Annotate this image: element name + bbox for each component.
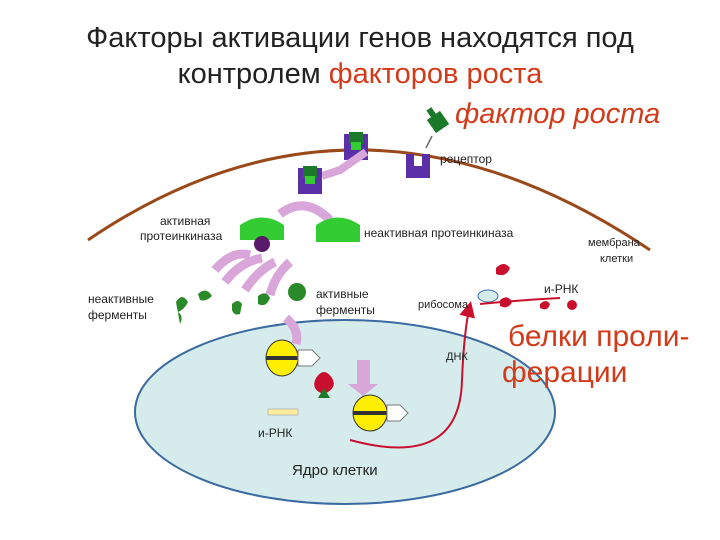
growth-factor-icon (426, 107, 450, 134)
inactive-kinase-shape (316, 217, 360, 242)
mrna-export-curve (349, 301, 475, 449)
active-kinase-label-2: протеинкиназа (140, 229, 223, 243)
ribosome-icon (477, 289, 499, 303)
inactive-enzymes (176, 283, 306, 324)
title-line-2: контролем факторов роста (0, 56, 720, 92)
ribosome-label: рибосома (418, 299, 469, 311)
receptor-icon (406, 154, 430, 178)
title-line-2-prefix: контролем (177, 58, 329, 90)
mrna-bar-nucleus (267, 408, 299, 416)
nucleus (134, 319, 556, 505)
nuclear-protein-triangle (318, 388, 330, 398)
nucleus-label: Ядро клетки (292, 462, 378, 479)
mrna-label-bottom: и-РНК (258, 426, 293, 440)
nuclear-protein (314, 372, 334, 394)
title-line-1: Факторы активации генов находятся под (86, 22, 634, 54)
receptor-label: рецептор (440, 152, 492, 166)
proliferation-proteins-label-1: белки проли- (508, 320, 690, 353)
mrna-label-top: и-РНК (544, 282, 579, 296)
kinase-cascade (211, 249, 294, 297)
proliferation-proteins-label-2: ферации (502, 356, 628, 389)
kinase-phosphate (254, 236, 270, 252)
receptor-to-kinase-arrow (320, 148, 369, 180)
growth-factor-label: фактор роста (455, 98, 661, 130)
proliferation-proteins (496, 264, 577, 310)
active-kinase-shape (240, 217, 284, 240)
gene-2-arrow (386, 404, 409, 422)
dna-label: ДНК (446, 351, 468, 363)
active-kinase-label-1: активная (160, 214, 211, 228)
inactive-enzymes-label-2: ферменты (88, 308, 147, 322)
bound-receptor-icon-2 (298, 166, 322, 194)
protein-to-gene-arrow (348, 360, 378, 396)
slide-title: Факторы активации генов находятся под ко… (0, 20, 720, 92)
membrane-label-1: мембрана (588, 237, 640, 249)
active-enzymes-label-2: ферменты (316, 303, 375, 317)
growth-factor-arrow (425, 135, 433, 149)
enzyme-to-nucleus-arrow (282, 314, 302, 346)
mrna-strand (479, 297, 561, 305)
activation-arrow (277, 201, 334, 224)
gene-1-arrow (297, 349, 321, 367)
inactive-enzymes-label-1: неактивные (88, 292, 154, 306)
inactive-kinase-label: неактивная протеинкиназа (364, 226, 514, 240)
title-line-2-highlight: факторов роста (328, 58, 543, 90)
active-enzymes-label-1: активные (316, 287, 369, 301)
membrane-label-2: клетки (600, 253, 634, 265)
